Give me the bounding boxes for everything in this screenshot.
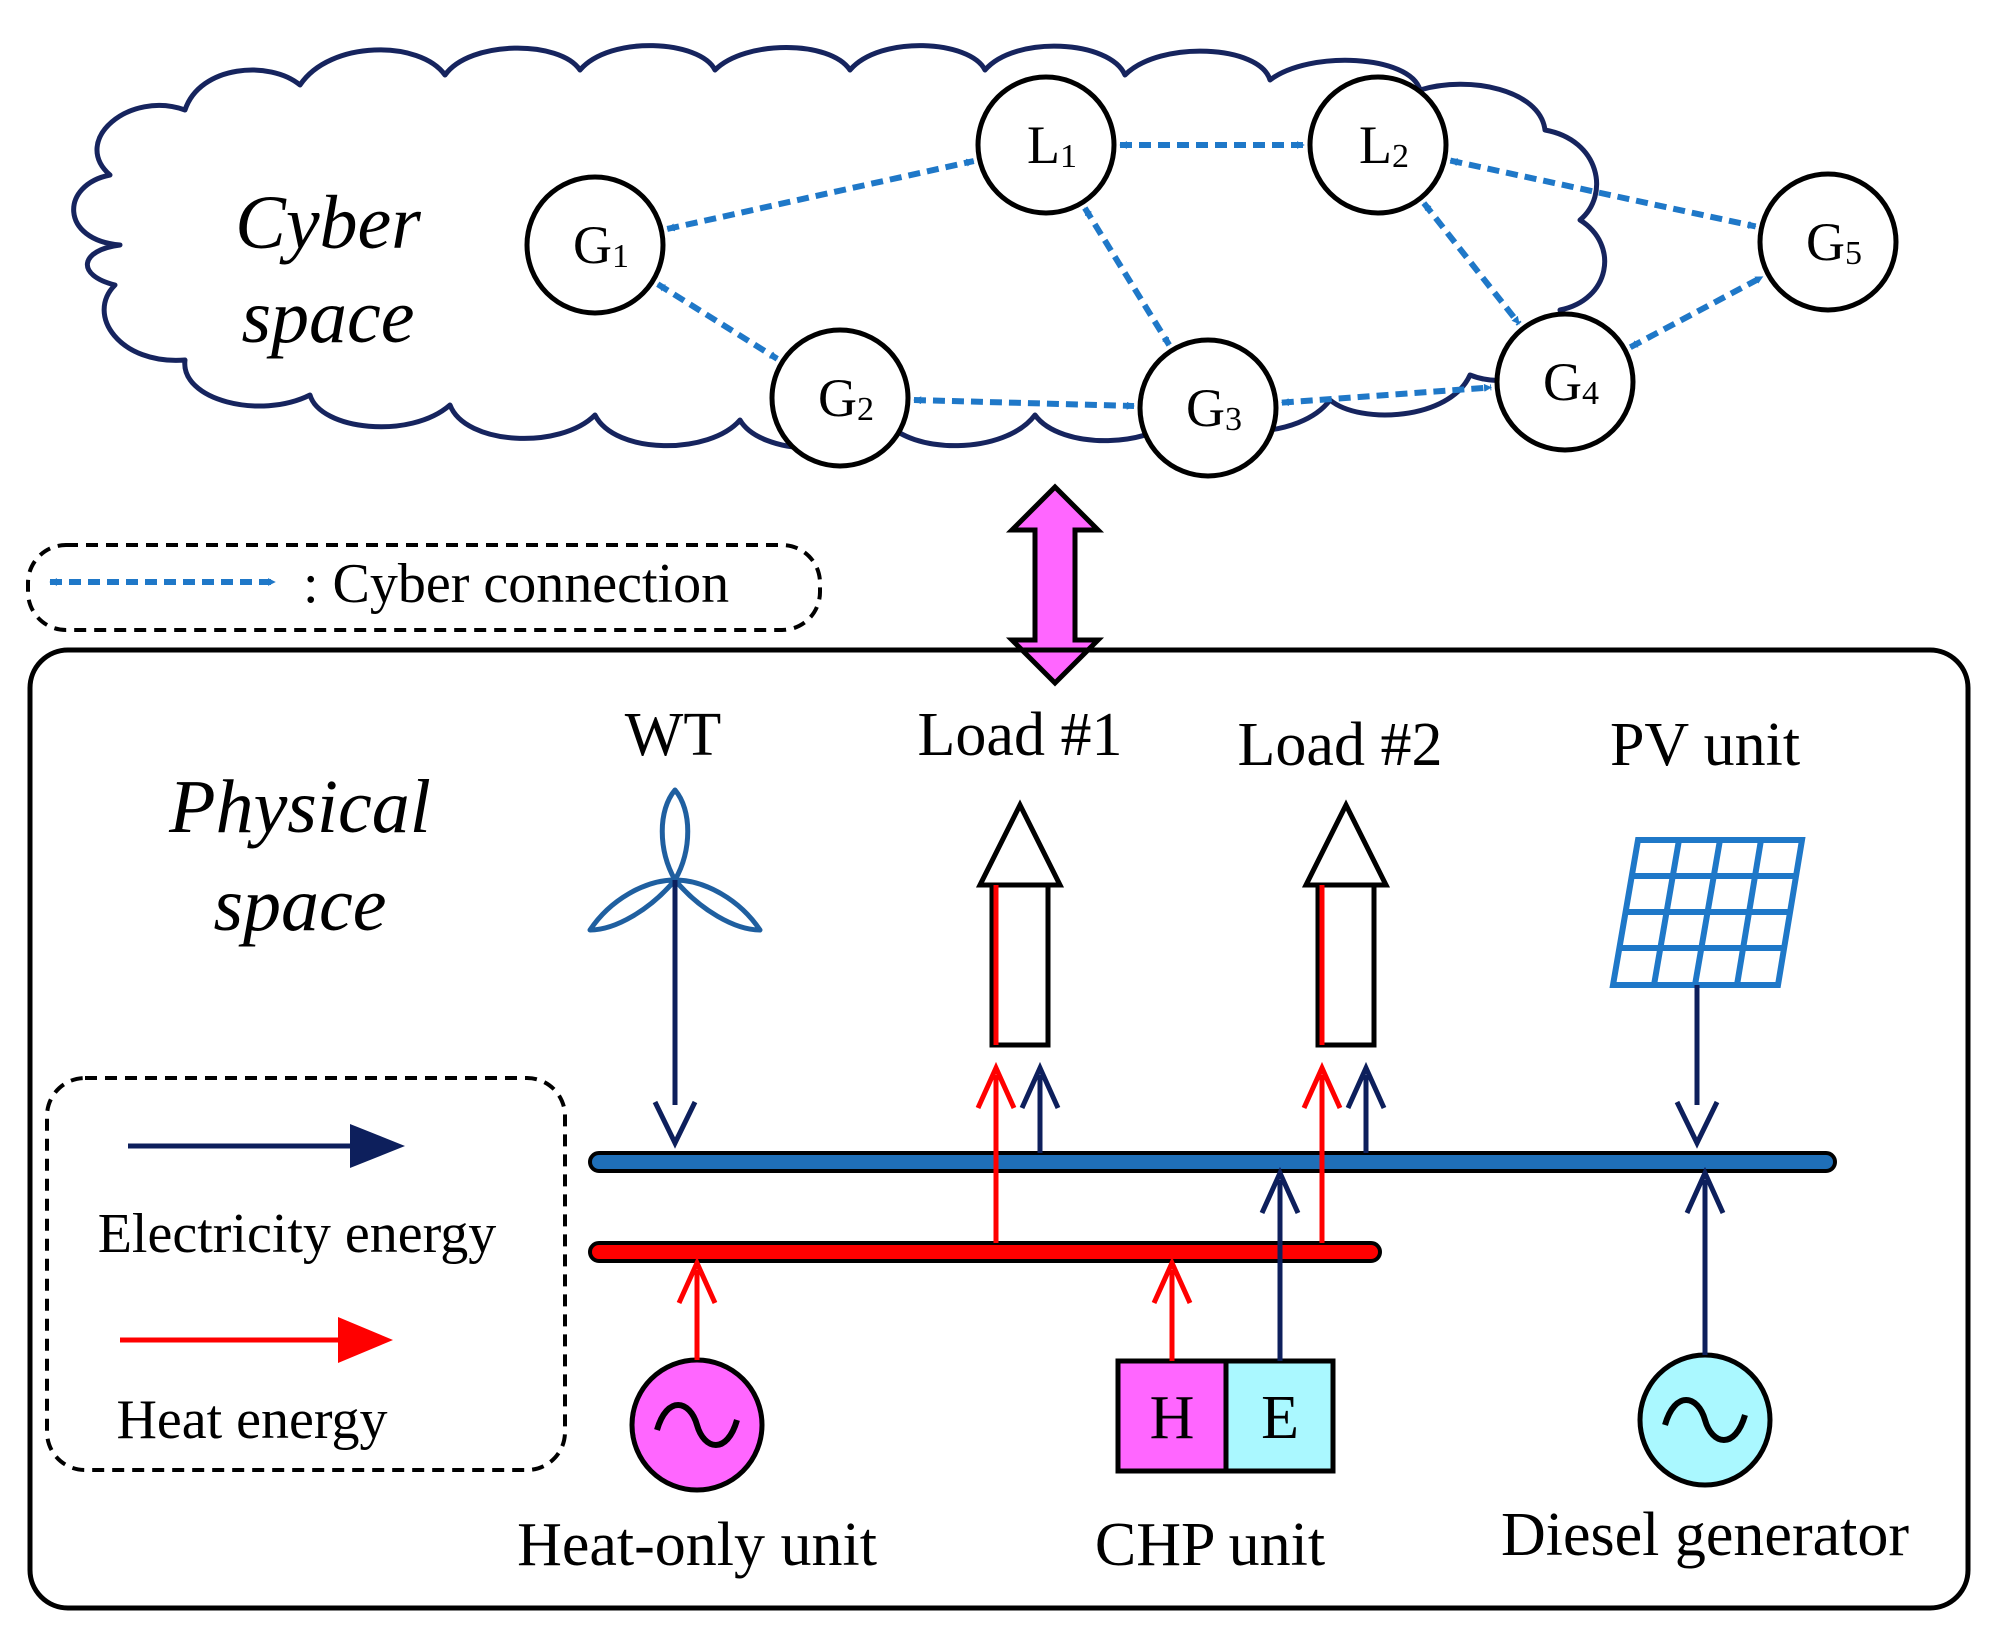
diesel-output-arrow xyxy=(1684,1166,1726,1355)
heat-legend-arrow xyxy=(120,1317,393,1363)
cyber-node-circle xyxy=(975,74,1117,216)
cyber-node-label: G5 xyxy=(1806,212,1862,272)
pv-panel-icon xyxy=(1609,837,1806,988)
physical-space-title-line1: Physical xyxy=(168,765,431,849)
chp-electricity-output-arrow xyxy=(1259,1166,1301,1361)
cyber-node-circle xyxy=(1494,311,1636,453)
load2-icon xyxy=(1301,799,1391,1048)
cyber-node-label: G1 xyxy=(573,215,629,275)
heat-legend-label: Heat energy xyxy=(116,1389,387,1451)
cyber-node-g1: G1 xyxy=(524,174,666,316)
heat-bus xyxy=(588,1241,1382,1263)
chp-e-label: E xyxy=(1261,1384,1299,1452)
cyber-physical-interface-arrow xyxy=(1005,483,1105,687)
cyber-node-label: L2 xyxy=(1359,115,1409,175)
cyber-links xyxy=(656,141,1765,410)
diesel-generator-label: Diesel generator xyxy=(1501,1501,1909,1569)
heat-only-unit-label: Heat-only unit xyxy=(517,1511,877,1579)
cyber-node-circle xyxy=(1137,337,1279,479)
cyber-link-g1-l1 xyxy=(666,158,975,232)
cyber-node-g2: G2 xyxy=(769,327,911,469)
cyber-node-label: G4 xyxy=(1543,352,1599,412)
load2-label: Load #2 xyxy=(1238,711,1443,779)
cyber-node-g5: G5 xyxy=(1757,171,1899,313)
heat-only-unit-icon xyxy=(629,1357,765,1493)
diesel-generator-icon xyxy=(1637,1352,1773,1488)
cyber-node-circle xyxy=(769,327,911,469)
cyber-link-g3-g4 xyxy=(1281,383,1492,407)
load1-heat-arrow xyxy=(975,1061,1017,1243)
pv-output-arrow xyxy=(1674,985,1720,1149)
load2-heat-arrow xyxy=(1301,1061,1343,1243)
energy-legend: Electricity energy Heat energy xyxy=(45,1076,567,1472)
cyber-node-circle xyxy=(1757,171,1899,313)
wind-turbine-icon xyxy=(587,787,763,933)
physical-space-title-line2: space xyxy=(213,863,386,947)
cyber-space-title-line2: space xyxy=(241,275,414,359)
cyber-node-label: G2 xyxy=(818,368,874,428)
load1-label: Load #1 xyxy=(918,701,1123,769)
cyber-legend-box xyxy=(26,543,822,632)
chp-unit-label: CHP unit xyxy=(1095,1511,1325,1579)
cyber-link-l2-g4 xyxy=(1421,201,1522,326)
cyber-node-g4: G4 xyxy=(1494,311,1636,453)
cyber-node-circle xyxy=(524,174,666,316)
cyber-legend-label: : Cyber connection xyxy=(303,553,729,615)
cyber-node-l1: L1 xyxy=(975,74,1117,216)
cyber-space-title-line1: Cyber xyxy=(235,181,421,265)
cyber-legend: : Cyber connection xyxy=(26,543,822,632)
load1-icon xyxy=(975,799,1065,1048)
cyber-node-circle xyxy=(1307,74,1449,216)
cyber-node-g3: G3 xyxy=(1137,337,1279,479)
cyber-link-g1-g2 xyxy=(656,281,779,362)
cyber-link-g4-g5 xyxy=(1628,274,1765,350)
cyber-link-l2-g5 xyxy=(1449,157,1757,230)
chp-heat-output-arrow xyxy=(1151,1256,1193,1361)
load1-electricity-arrow xyxy=(1019,1061,1061,1153)
chp-h-label: H xyxy=(1150,1384,1195,1452)
energy-legend-box xyxy=(45,1076,567,1472)
pv-label: PV unit xyxy=(1610,711,1800,779)
cyber-node-l2: L2 xyxy=(1307,74,1449,216)
electricity-legend-arrow xyxy=(128,1124,405,1168)
cyber-link-l1-g3 xyxy=(1082,206,1172,347)
cyber-node-label: G3 xyxy=(1186,378,1242,438)
heat-only-output-arrow xyxy=(676,1256,718,1360)
cyber-node-label: L1 xyxy=(1027,115,1077,175)
load2-electricity-arrow xyxy=(1345,1061,1387,1153)
wt-label: WT xyxy=(625,701,721,769)
physical-space-box xyxy=(27,647,1971,1611)
wt-output-arrow xyxy=(652,880,698,1149)
electricity-legend-label: Electricity energy xyxy=(98,1203,497,1265)
electric-bus xyxy=(588,1151,1837,1173)
chp-unit-icon: H E xyxy=(1115,1358,1336,1474)
